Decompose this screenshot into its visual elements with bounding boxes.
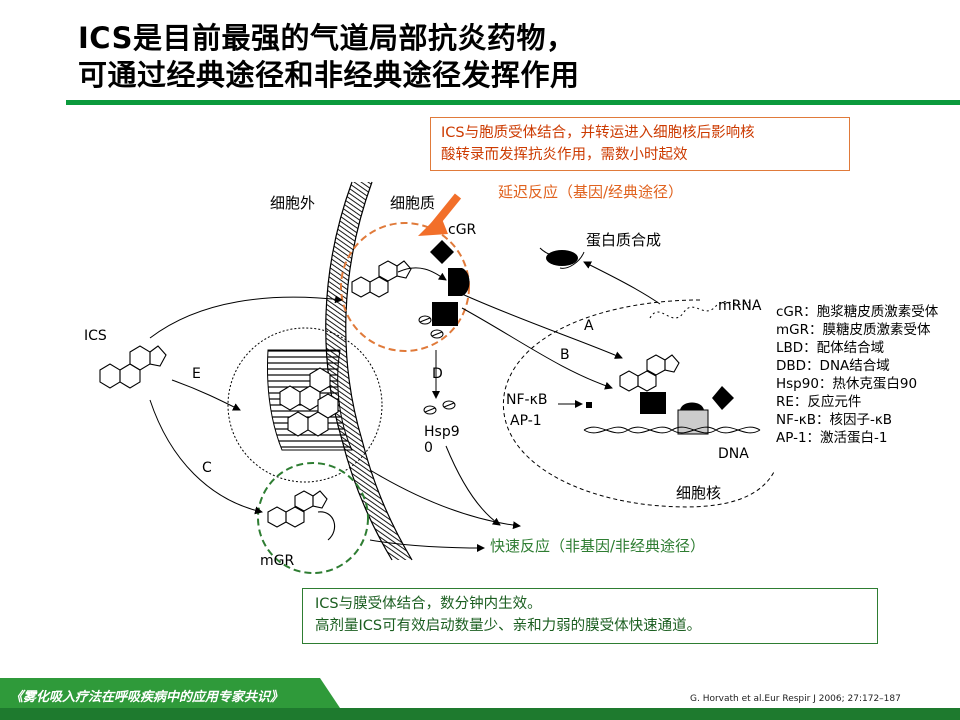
rapid-response-label: 快速反应（非基因/非经典途径） [490, 537, 706, 555]
non-classical-pathway-note: ICS与膜受体结合，数分钟内生效。 高剂量ICS可有效启动数量少、亲和力弱的膜受… [302, 588, 878, 644]
cytoplasm-label: 细胞质 [390, 194, 436, 212]
legend-item: mGR：膜糖皮质激素受体 [776, 322, 931, 338]
hsp90-ovals [418, 315, 456, 415]
membrane-complex-circle [227, 327, 383, 483]
title-line-1: ICS是目前最强的气道局部抗炎药物， [78, 21, 576, 55]
footer-band [0, 678, 960, 720]
membrane-receptor-circle [257, 462, 369, 574]
legend-item: NF-κB：核因子-κB [776, 412, 893, 428]
title-line-2: 可通过经典途径和非经典途径发挥作用 [78, 58, 580, 92]
pathway-d-label: D [432, 366, 443, 382]
cytoplasmic-receptor-circle [340, 222, 470, 352]
arrow-rapid-2 [445, 445, 501, 526]
arrow-b [461, 307, 613, 390]
highlight-pointer-icon [418, 193, 462, 236]
ap1-label: AP-1 [510, 413, 542, 429]
pathway-c-label: C [202, 460, 212, 476]
nuclear-receptor-complex [586, 386, 734, 435]
classical-pathway-note: ICS与胞质受体结合，并转运进入细胞核后影响核 酸转录而发挥抗炎作用，需数小时起… [430, 117, 850, 171]
pathway-b-label: B [560, 347, 570, 363]
mgr-label: mGR [260, 553, 295, 569]
arrow-e [171, 379, 241, 411]
steroid-ring-mgr [267, 490, 336, 541]
legend-item: AP-1：激活蛋白-1 [776, 430, 888, 446]
hsp90-label: Hsp9 0 [424, 424, 460, 456]
non-classical-note-line-1: ICS与膜受体结合，数分钟内生效。 [315, 596, 542, 612]
mrna-strand [649, 299, 753, 319]
extracellular-label: 细胞外 [270, 194, 316, 212]
cell-membrane [325, 181, 413, 561]
dna-label: DNA [718, 446, 749, 462]
ribosome-icon [539, 247, 585, 269]
cgr-label: cGR [448, 222, 477, 238]
nucleus-label: 细胞核 [676, 484, 722, 502]
nucleus-outline [502, 299, 776, 508]
legend-item: DBD：DNA结合域 [776, 358, 890, 374]
footer-source-title: 《雾化吸入疗法在呼吸疾病中的应用专家共识》 [10, 690, 284, 705]
cytoplasmic-receptor [430, 240, 470, 326]
pathway-a-label: A [584, 318, 594, 334]
hsp90-label-line-2: 0 [424, 440, 433, 456]
classical-note-line-2: 酸转录而发挥抗炎作用，需数小时起效 [441, 147, 688, 163]
delayed-response-label: 延迟反应（基因/经典途径） [498, 183, 684, 201]
arrow-cgr-binding [397, 267, 447, 281]
ics-molecule [99, 345, 167, 389]
non-classical-note-line-2: 高剂量ICS可有效启动数量少、亲和力弱的膜受体快速通道。 [315, 618, 702, 634]
abbreviation-legend: cGR：胞浆糖皮质激素受体 mGR：膜糖皮质激素受体 LBD：配体结合域 DBD… [776, 303, 938, 447]
hsp90-label-line-1: Hsp9 [424, 424, 460, 440]
citation-text: G. Horvath et al.Eur Respir J 2006; 27:1… [690, 694, 901, 704]
nfkb-label: NF-κB [506, 392, 548, 408]
steroid-ring-nucleus [619, 354, 680, 392]
legend-item: cGR：胞浆糖皮质激素受体 [776, 304, 939, 320]
arrow-ics-to-cgr [149, 295, 343, 339]
slide-title: ICS是目前最强的气道局部抗炎药物， 可通过经典途径和非经典途径发挥作用 [78, 20, 580, 94]
pathway-e-label: E [192, 366, 201, 382]
dna-helix [583, 426, 761, 434]
arrow-rapid-1 [369, 469, 521, 530]
mrna-label: mRNA [718, 298, 762, 314]
steroid-ring-cgr [351, 260, 412, 298]
protein-synthesis-label: 蛋白质合成 [586, 231, 662, 249]
legend-item: RE：反应元件 [776, 394, 862, 410]
arrow-a [461, 293, 623, 359]
legend-item: Hsp90：热休克蛋白90 [776, 376, 918, 392]
arrow-mrna-to-ribosome [583, 261, 661, 305]
ics-label: ICS [84, 328, 107, 344]
arrow-c [149, 399, 263, 515]
arrow-rapid-3 [369, 539, 485, 552]
title-underline [66, 100, 960, 105]
steroid-ring-membrane [279, 367, 339, 437]
legend-item: LBD：配体结合域 [776, 340, 885, 356]
classical-note-line-1: ICS与胞质受体结合，并转运进入细胞核后影响核 [441, 125, 755, 141]
